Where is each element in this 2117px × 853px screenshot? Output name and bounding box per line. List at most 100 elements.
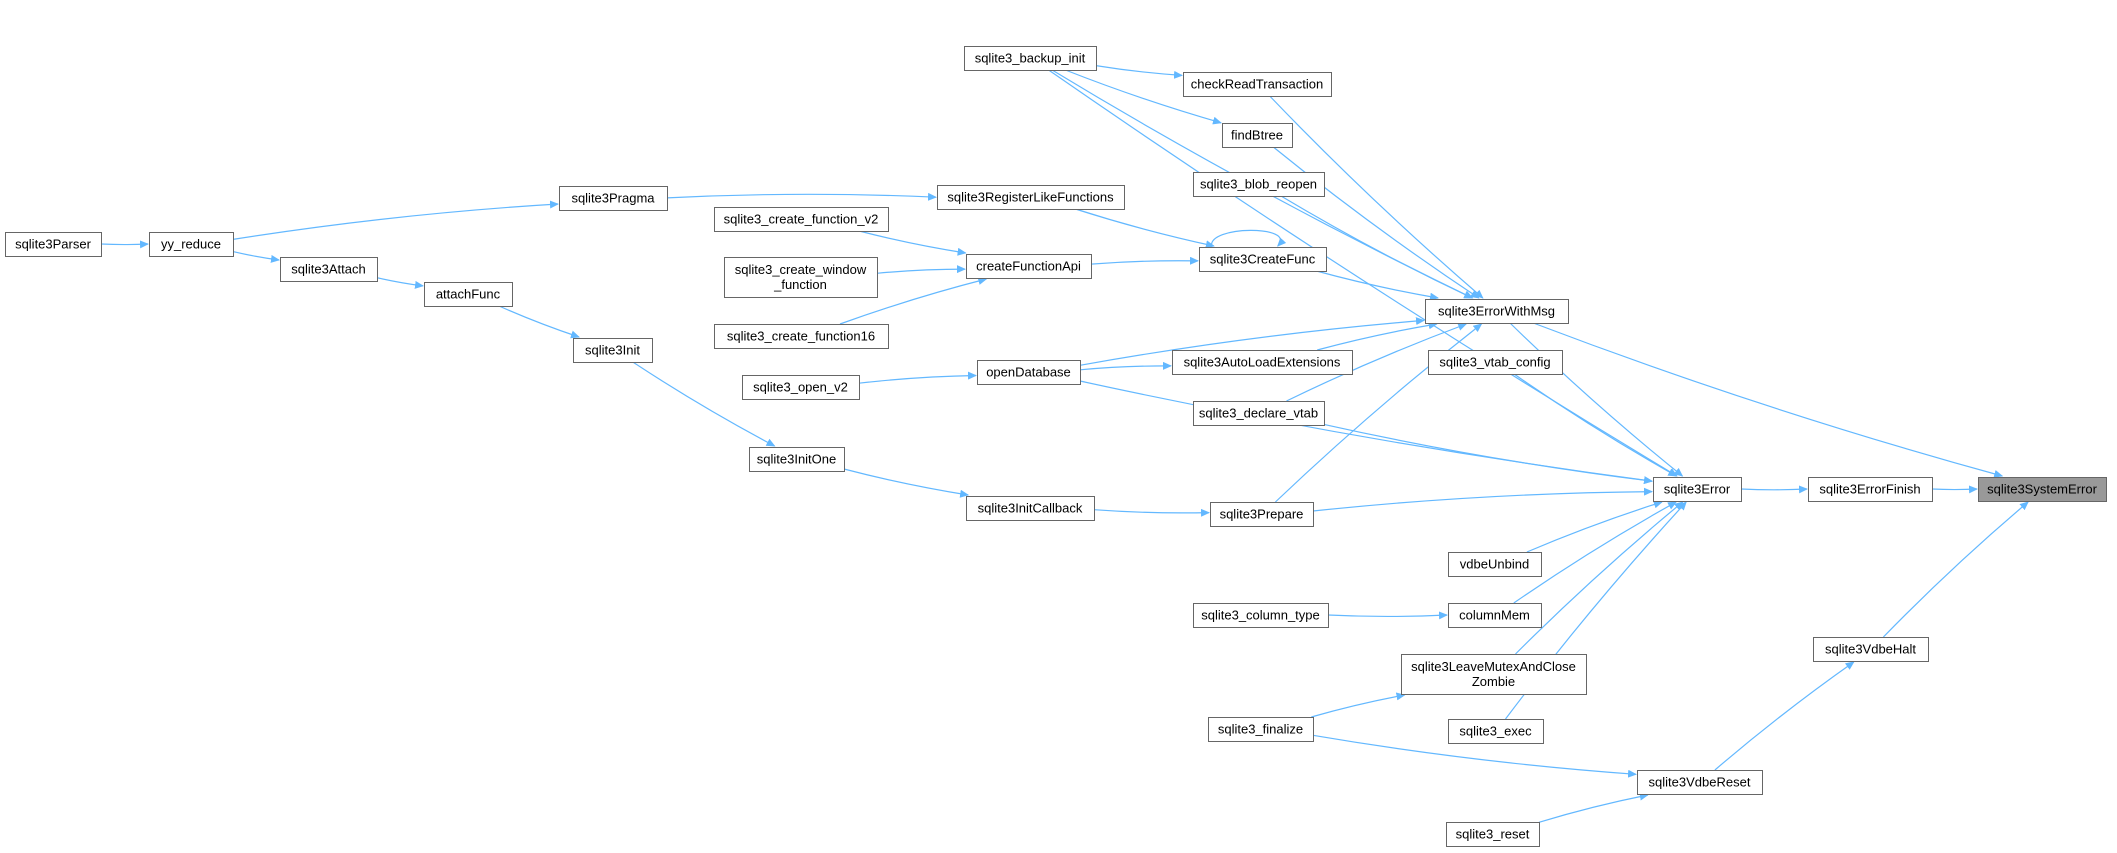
node-sqlite3_column_type[interactable]: sqlite3_column_type (1193, 603, 1329, 628)
node-sqlite3SystemError[interactable]: sqlite3SystemError (1978, 477, 2107, 502)
node-yy_reduce[interactable]: yy_reduce (149, 232, 234, 257)
edge-sqlite3Pragma-to-sqlite3RegisterLikeFunctions (666, 192, 937, 201)
node-sqlite3Attach[interactable]: sqlite3Attach (280, 257, 378, 282)
node-label: sqlite3_declare_vtab (1199, 406, 1318, 421)
node-sqlite3_vtab_config[interactable]: sqlite3_vtab_config (1428, 350, 1563, 375)
node-sqlite3_finalize[interactable]: sqlite3_finalize (1208, 717, 1314, 742)
edge-sqlite3_backup_init-to-checkReadTransaction (1095, 65, 1183, 79)
node-sqlite3InitOne[interactable]: sqlite3InitOne (749, 447, 845, 472)
edge-findBtree-to-sqlite3ErrorWithMsg (1272, 146, 1480, 299)
node-box (1193, 401, 1325, 426)
node-sqlite3AutoLoadExtensions[interactable]: sqlite3AutoLoadExtensions (1172, 350, 1353, 375)
node-sqlite3Pragma[interactable]: sqlite3Pragma (559, 186, 668, 211)
edge-sqlite3VdbeReset-to-sqlite3VdbeHalt (1714, 661, 1855, 771)
node-checkReadTransaction[interactable]: checkReadTransaction (1183, 72, 1332, 97)
edge-sqlite3_create_function_v2-to-createFunctionApi (858, 230, 967, 256)
edge-sqlite3_backup_init-to-sqlite3Error (1048, 69, 1678, 477)
node-sqlite3InitCallback[interactable]: sqlite3InitCallback (966, 496, 1095, 521)
node-label: sqlite3_create_function_v2 (724, 212, 879, 227)
node-sqlite3RegisterLikeFunctions[interactable]: sqlite3RegisterLikeFunctions (937, 185, 1125, 210)
edge-sqlite3VdbeHalt-to-sqlite3SystemError (1882, 501, 2029, 638)
node-sqlite3_backup_init[interactable]: sqlite3_backup_init (964, 46, 1097, 71)
node-sqlite3Init[interactable]: sqlite3Init (573, 338, 653, 363)
node-box (149, 232, 234, 257)
node-box (1448, 603, 1542, 628)
node-sqlite3_create_function16[interactable]: sqlite3_create_function16 (714, 324, 889, 349)
node-label: sqlite3InitOne (757, 452, 837, 467)
edge-openDatabase-to-sqlite3ErrorWithMsg (1079, 317, 1425, 366)
nodes-layer: sqlite3Parser yy_reduce sqlite3Attach attac… (5, 46, 2107, 847)
node-label: sqlite3_exec (1459, 724, 1532, 739)
node-label: sqlite3ErrorFinish (1819, 482, 1920, 497)
node-label: sqlite3_vtab_config (1439, 355, 1550, 370)
node-box (1448, 719, 1544, 744)
node-box (714, 324, 889, 349)
node-vdbeUnbind[interactable]: vdbeUnbind (1448, 552, 1542, 577)
node-sqlite3Prepare[interactable]: sqlite3Prepare (1210, 502, 1314, 527)
edge-sqlite3Parser-to-yy_reduce (100, 240, 149, 249)
edge-sqlite3_finalize-to-sqlite3LeaveMutexAndCloseZombie (1311, 692, 1406, 718)
edge-checkReadTransaction-to-sqlite3ErrorWithMsg (1269, 95, 1484, 299)
node-label: sqlite3_open_v2 (753, 380, 848, 395)
node-label: sqlite3SystemError (1987, 482, 2097, 497)
node-label: checkReadTransaction (1191, 77, 1323, 92)
node-sqlite3_open_v2[interactable]: sqlite3_open_v2 (742, 375, 860, 400)
node-box (1653, 477, 1742, 502)
node-box (1222, 123, 1293, 148)
node-attachFunc[interactable]: attachFunc (424, 282, 513, 307)
node-label: sqlite3Error (1664, 482, 1731, 497)
node-columnMem[interactable]: columnMem (1448, 603, 1542, 628)
node-sqlite3CreateFunc[interactable]: sqlite3CreateFunc (1199, 247, 1327, 272)
edge-sqlite3AutoLoadExtensions-to-sqlite3ErrorWithMsg (1317, 321, 1438, 351)
node-sqlite3Parser[interactable]: sqlite3Parser (5, 232, 102, 257)
node-label: sqlite3LeaveMutexAndClose (1411, 659, 1576, 674)
node-label: sqlite3VdbeReset (1649, 775, 1751, 790)
edge-yy_reduce-to-sqlite3Attach (232, 251, 280, 263)
edge-sqlite3_create_function16-to-createFunctionApi (839, 277, 988, 325)
node-sqlite3ErrorFinish[interactable]: sqlite3ErrorFinish (1808, 477, 1933, 502)
node-label: Zombie (1472, 674, 1515, 689)
node-box (559, 186, 668, 211)
node-box (964, 46, 1097, 71)
node-box (1199, 247, 1327, 272)
edge-sqlite3ErrorWithMsg-to-sqlite3Error (1509, 322, 1684, 477)
node-label: sqlite3CreateFunc (1210, 252, 1316, 267)
node-sqlite3_exec[interactable]: sqlite3_exec (1448, 719, 1544, 744)
node-sqlite3Error[interactable]: sqlite3Error (1653, 477, 1742, 502)
edge-sqlite3_finalize-to-sqlite3VdbeReset (1312, 734, 1637, 778)
node-box (937, 185, 1125, 210)
edge-sqlite3ErrorFinish-to-sqlite3SystemError (1931, 485, 1978, 494)
edge-sqlite3_reset-to-sqlite3VdbeReset (1538, 792, 1649, 823)
node-sqlite3_create_function_v2[interactable]: sqlite3_create_function_v2 (714, 207, 889, 232)
node-box (1978, 477, 2107, 502)
node-label: sqlite3Parser (15, 237, 92, 252)
node-box (424, 282, 513, 307)
edge-sqlite3InitCallback-to-sqlite3Prepare (1093, 508, 1210, 517)
node-label: createFunctionApi (976, 259, 1081, 274)
node-openDatabase[interactable]: openDatabase (977, 360, 1081, 385)
edge-yy_reduce-to-sqlite3Pragma (232, 200, 559, 240)
node-sqlite3VdbeHalt[interactable]: sqlite3VdbeHalt (1813, 637, 1929, 662)
node-label: sqlite3InitCallback (978, 501, 1083, 516)
node-box (1193, 172, 1325, 197)
edge-sqlite3CreateFunc-to-sqlite3CreateFunc (1211, 229, 1287, 248)
node-sqlite3ErrorWithMsg[interactable]: sqlite3ErrorWithMsg (1425, 299, 1569, 324)
edge-sqlite3_vtab_config-to-sqlite3Error (1513, 373, 1678, 477)
node-label: sqlite3_create_window (735, 262, 867, 277)
edge-createFunctionApi-to-sqlite3CreateFunc (1090, 256, 1199, 265)
node-sqlite3_create_window_function[interactable]: sqlite3_create_window_function (724, 257, 878, 298)
node-label: sqlite3_blob_reopen (1200, 177, 1317, 192)
node-sqlite3VdbeReset[interactable]: sqlite3VdbeReset (1637, 770, 1763, 795)
node-findBtree[interactable]: findBtree (1222, 123, 1293, 148)
node-label: sqlite3Attach (291, 262, 365, 277)
edge-sqlite3_backup_init-to-findBtree (1065, 69, 1222, 125)
node-sqlite3_blob_reopen[interactable]: sqlite3_blob_reopen (1193, 172, 1325, 197)
node-label: sqlite3_create_function16 (727, 329, 875, 344)
edge-sqlite3Prepare-to-sqlite3ErrorWithMsg (1274, 323, 1483, 503)
edge-vdbeUnbind-to-sqlite3Error (1526, 500, 1663, 553)
node-sqlite3_declare_vtab[interactable]: sqlite3_declare_vtab (1193, 401, 1325, 426)
node-createFunctionApi[interactable]: createFunctionApi (966, 254, 1092, 279)
node-sqlite3_reset[interactable]: sqlite3_reset (1446, 822, 1540, 847)
